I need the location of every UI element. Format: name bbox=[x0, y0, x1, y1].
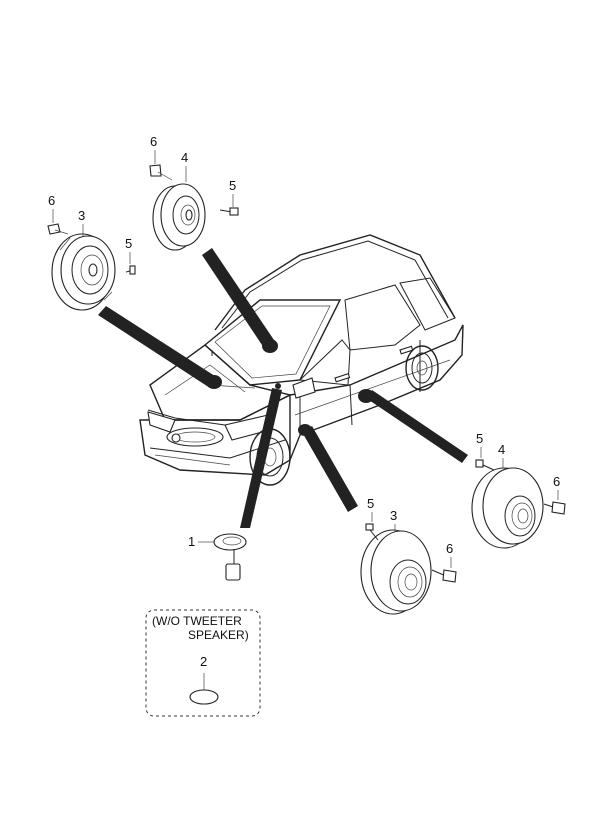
callout-5: 5 bbox=[125, 236, 132, 251]
callout-4: 4 bbox=[498, 442, 505, 457]
callout-4: 4 bbox=[181, 150, 188, 165]
screw-5-rear4 bbox=[475, 459, 495, 471]
option-box bbox=[145, 609, 261, 717]
rear-door-speaker-4 bbox=[471, 467, 544, 549]
callout-6: 6 bbox=[48, 193, 55, 208]
tweeter-1 bbox=[213, 533, 247, 581]
clip-6-rear4 bbox=[543, 501, 566, 515]
callout-6: 6 bbox=[446, 541, 453, 556]
option-note-line1: (W/O TWEETER bbox=[152, 614, 242, 628]
option-note-line2: SPEAKER) bbox=[188, 628, 249, 642]
front-speaker-4 bbox=[152, 183, 206, 251]
callout-ticks bbox=[52, 150, 559, 568]
callout-3: 3 bbox=[390, 508, 397, 523]
screw-5-front3 bbox=[125, 265, 136, 275]
callout-5: 5 bbox=[476, 431, 483, 446]
clip-6-rear3 bbox=[431, 569, 457, 583]
callout-1: 1 bbox=[188, 534, 195, 549]
callout-6: 6 bbox=[553, 474, 560, 489]
clip-6-front4 bbox=[149, 164, 173, 181]
rear-door-speaker-3 bbox=[360, 529, 432, 615]
callout-3: 3 bbox=[78, 208, 85, 223]
front-door-speaker-3 bbox=[51, 233, 116, 311]
callout-6: 6 bbox=[150, 134, 157, 149]
clip-6-front3 bbox=[47, 223, 69, 235]
callout-5: 5 bbox=[229, 178, 236, 193]
leader-lines bbox=[98, 248, 468, 528]
callout-2: 2 bbox=[200, 654, 207, 669]
callout-5: 5 bbox=[367, 496, 374, 511]
screw-5-rear3 bbox=[365, 523, 379, 541]
screw-5-front4 bbox=[219, 207, 239, 216]
callout-labels: 6 4 5 6 3 5 1 5 3 6 5 4 6 2 bbox=[48, 134, 560, 669]
